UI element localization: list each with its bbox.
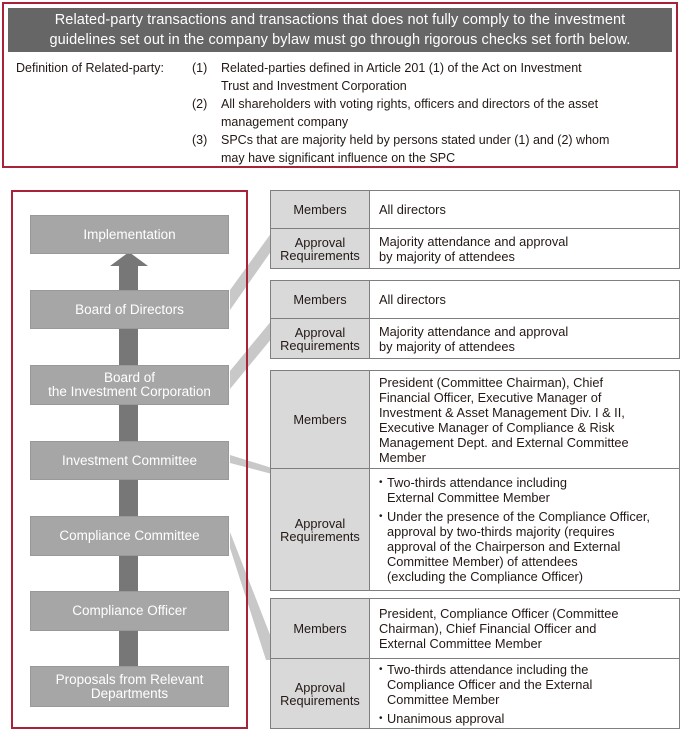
definition-item-number: (3) [192,133,208,147]
step-label: Compliance Committee [59,528,200,543]
approval-value: Majority attendance and approval by majo… [369,318,680,359]
members-header: Members [270,190,370,229]
definition-item-line: Trust and Investment Corporation [221,79,407,93]
connector-investment-committee [230,455,272,474]
approval-value: Two-thirds attendance including External… [369,468,680,591]
members-row: Members All directors [270,280,680,319]
related-party-definition-box: Related-party transactions and transacti… [2,2,678,168]
definition-item-line: may have significant influence on the SP… [221,151,456,165]
approval-row: Approval Requirements Two-thirds attenda… [270,468,680,591]
bullet-item: Two-thirds attendance including the Comp… [379,662,673,707]
members-row: Members President, Compliance Officer (C… [270,598,680,659]
step-board-of-investment-corporation: Board of the Investment Corporation [30,365,229,405]
definition-item-number: (1) [192,61,208,75]
connector-board-directors [230,232,272,310]
definition-item-line: Related-parties defined in Article 201 (… [221,61,582,75]
approval-row: Approval Requirements Majority attendanc… [270,318,680,359]
table-compliance-committee: Members President, Compliance Officer (C… [270,598,680,729]
arrow-up-icon [110,252,148,266]
step-compliance-officer: Compliance Officer [30,591,229,631]
members-row: Members All directors [270,190,680,229]
members-value: President, Compliance Officer (Committee… [369,598,680,659]
approval-row: Approval Requirements Majority attendanc… [270,228,680,269]
definition-item-line: management company [221,115,349,129]
bullet-item: Under the presence of the Compliance Off… [379,509,673,584]
approval-flow-frame [11,190,248,729]
table-board-of-investment-corporation: Members All directors Approval Requireme… [270,280,680,359]
step-proposals-from-departments: Proposals from Relevant Departments [30,666,229,707]
approval-value: Two-thirds attendance including the Comp… [369,658,680,729]
step-investment-committee: Investment Committee [30,441,229,480]
members-row: Members President (Committee Chairman), … [270,370,680,469]
connector-compliance-committee [230,532,274,660]
banner-line-2: guidelines set out in the company bylaw … [49,32,631,48]
members-value: All directors [369,280,680,319]
step-board-of-directors: Board of Directors [30,290,229,329]
approval-row: Approval Requirements Two-thirds attenda… [270,658,680,729]
step-label: Implementation [83,226,176,242]
members-header: Members [270,370,370,469]
step-label-line: the Investment Corporation [48,384,211,399]
approval-header: Approval Requirements [270,658,370,729]
table-board-of-directors: Members All directors Approval Requireme… [270,190,680,269]
bullet-item: Unanimous approval [379,711,673,726]
step-label-line: Departments [90,685,169,701]
step-compliance-committee: Compliance Committee [30,516,229,556]
members-value: All directors [369,190,680,229]
definition-item-line: All shareholders with voting rights, off… [221,97,599,111]
step-label: Board of Directors [75,301,184,317]
step-label: Compliance Officer [72,603,187,618]
approval-value: Majority attendance and approval by majo… [369,228,680,269]
step-label: Investment Committee [61,452,198,468]
step-label-line: Proposals from Relevant [55,671,204,687]
step-label-line: Board of [103,370,156,385]
connector-board-investment [230,320,272,389]
members-value: President (Committee Chairman), Chief Fi… [369,370,680,469]
banner-line-1: Related-party transactions and transacti… [54,12,626,28]
approval-header: Approval Requirements [270,468,370,591]
members-header: Members [270,598,370,659]
banner: Related-party transactions and transacti… [8,8,672,52]
definition-label: Definition of Related-party: [16,61,164,75]
bullet-item: Two-thirds attendance including External… [379,475,673,505]
step-implementation: Implementation [30,215,229,254]
definition-item-number: (2) [192,97,208,111]
definition-item-line: SPCs that are majority held by persons s… [221,133,610,147]
approval-header: Approval Requirements [270,228,370,269]
table-investment-committee: Members President (Committee Chairman), … [270,370,680,591]
members-header: Members [270,280,370,319]
approval-header: Approval Requirements [270,318,370,359]
